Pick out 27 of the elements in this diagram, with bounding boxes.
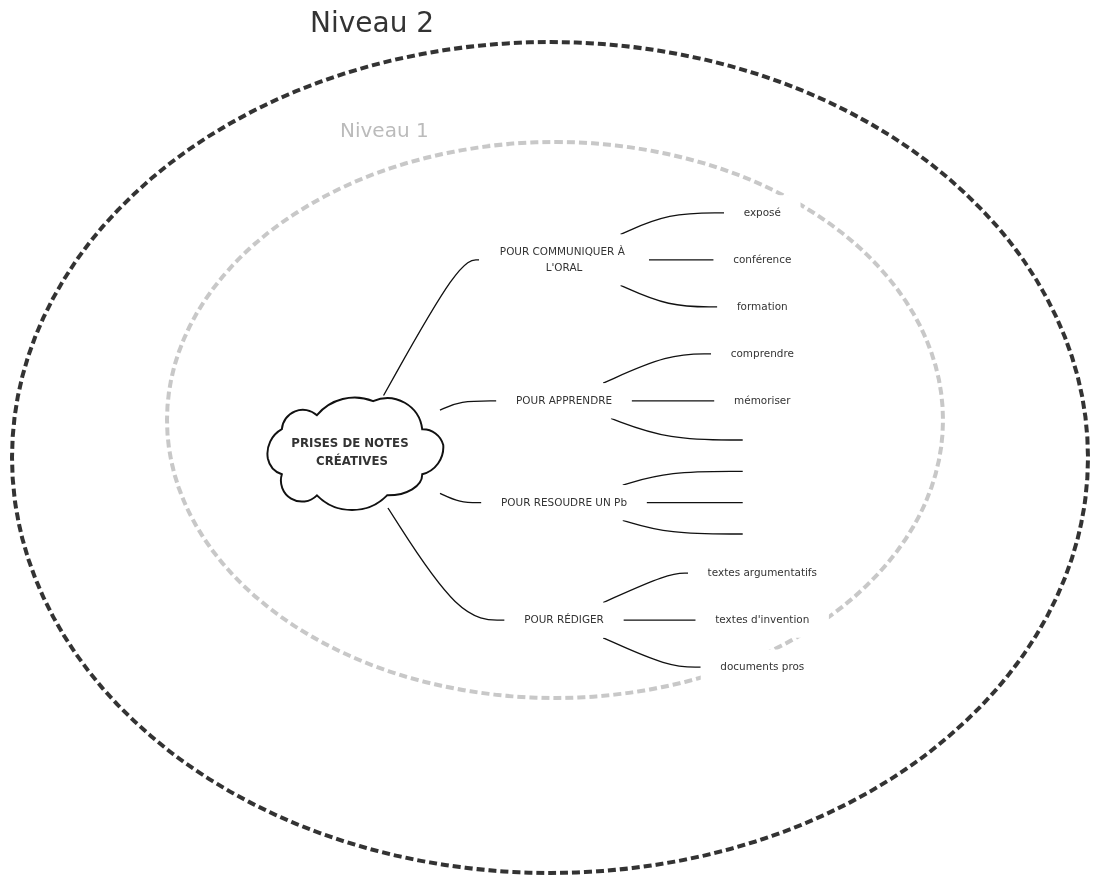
node-text: POUR RÉDIGER [524,613,604,627]
node-text: mémoriser [734,394,791,407]
connector [648,259,715,261]
node-text: POUR APPRENDRE [515,394,613,407]
connector [619,284,718,308]
node-text: POUR COMMUNIQUER À L'ORAL [499,245,625,274]
node-text: POUR RESOUDRE UN Pb [501,496,628,509]
connector [439,492,483,504]
node-text: formation [736,300,788,313]
level-label: Niveau 2 [310,6,435,39]
connector [622,619,697,621]
connector [622,519,744,535]
node-text: conférence [733,253,792,266]
connector [382,259,480,397]
connector [387,507,506,621]
connector [602,572,689,604]
connector [645,502,744,504]
connector [622,470,744,486]
level-label: Niveau 1 [340,118,429,142]
connector [630,400,716,402]
node-text: textes argumentatifs [707,566,817,580]
connector [602,637,702,668]
connector [619,212,725,236]
connector [439,400,498,411]
node-text: comprendre [730,347,794,360]
connector [602,353,712,384]
connector [610,417,744,441]
